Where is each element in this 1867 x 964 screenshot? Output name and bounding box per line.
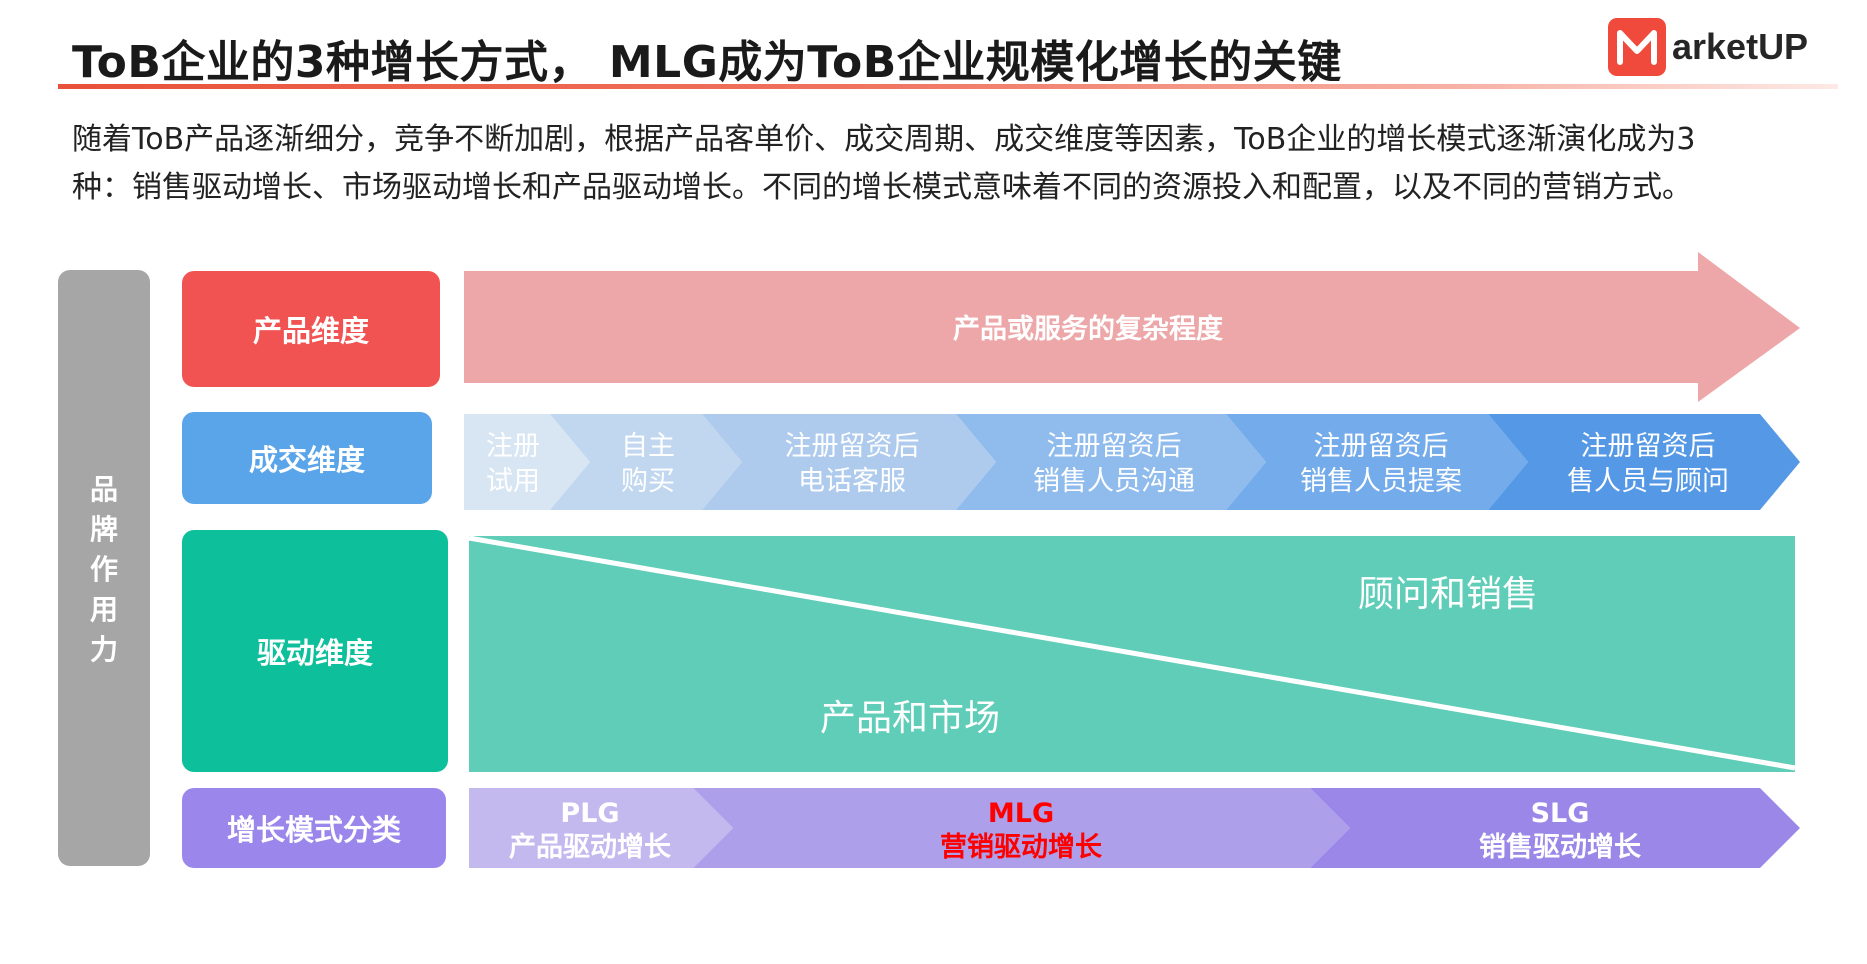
brand-label-char: 作 bbox=[89, 553, 118, 586]
deal-step-chevron bbox=[956, 414, 1266, 510]
deal-step-chevron bbox=[1226, 414, 1528, 510]
mlg-abbr: MLG bbox=[988, 798, 1054, 829]
deal-dimension-box: 成交维度 bbox=[182, 412, 432, 504]
brand-influence-bar: 品 牌 作 用 力 bbox=[58, 270, 150, 866]
classification-dimension-box: 增长模式分类 bbox=[182, 788, 446, 868]
page-title: ToB企业的3种增长方式， MLG成为ToB企业规模化增长的关键 bbox=[72, 37, 1342, 88]
plg-abbr: PLG bbox=[560, 798, 619, 829]
deal-step-chevron bbox=[1488, 414, 1800, 510]
intro-line-2: 种：销售驱动增长、市场驱动增长和产品驱动增长。不同的增长模式意味着不同的资源投入… bbox=[72, 170, 1692, 205]
deal-step-label: 注册留资后 bbox=[1581, 431, 1716, 462]
product-dimension-box: 产品维度 bbox=[182, 271, 440, 387]
deal-step-chevron bbox=[702, 414, 996, 510]
mlg-name: 营销驱动增长 bbox=[940, 831, 1103, 863]
deal-step-label: 试用 bbox=[486, 466, 540, 497]
product-arrow-label: 产品或服务的复杂程度 bbox=[953, 313, 1223, 345]
mlg-chevron bbox=[693, 788, 1350, 868]
slg-abbr: SLG bbox=[1531, 798, 1590, 829]
deal-step-label: 注册留资后 bbox=[785, 431, 920, 462]
plg-chevron bbox=[469, 788, 733, 868]
drive-upper-label: 顾问和销售 bbox=[1358, 574, 1538, 615]
brand-label-char: 用 bbox=[89, 593, 118, 626]
brand-label-char: 力 bbox=[89, 633, 118, 666]
deal-step-label: 注册 bbox=[486, 431, 540, 462]
drive-lower-label: 产品和市场 bbox=[820, 698, 1000, 739]
plg-name: 产品驱动增长 bbox=[509, 831, 672, 863]
deal-step-label: 售人员与顾问 bbox=[1567, 466, 1729, 497]
brand-label-char: 牌 bbox=[89, 513, 118, 546]
deal-step-chevron bbox=[464, 414, 590, 510]
slg-chevron bbox=[1310, 788, 1800, 868]
brand-label-char: 品 bbox=[89, 473, 118, 506]
intro-line-1: 随着ToB产品逐渐细分，竞争不断加剧，根据产品客单价、成交周期、成交维度等因素，… bbox=[72, 122, 1696, 157]
deal-step-label: 注册留资后 bbox=[1314, 431, 1449, 462]
deal-step-label: 电话客服 bbox=[798, 466, 906, 497]
drive-dimension-box: 驱动维度 bbox=[182, 530, 448, 772]
deal-step-label: 自主 bbox=[621, 431, 675, 462]
slg-name: 销售驱动增长 bbox=[1479, 831, 1642, 863]
logo-text: arketUP bbox=[1672, 26, 1809, 67]
product-complexity-arrow bbox=[464, 252, 1800, 402]
deal-step-label: 购买 bbox=[621, 466, 675, 497]
title-underline bbox=[58, 84, 1838, 89]
deal-step-label: 销售人员沟通 bbox=[1033, 466, 1195, 497]
deal-step-label: 销售人员提案 bbox=[1300, 466, 1462, 497]
marketup-m-icon bbox=[1608, 18, 1666, 76]
marketup-logo: arketUP bbox=[1608, 14, 1848, 78]
brand-influence-label: 品 牌 作 用 力 bbox=[58, 470, 150, 670]
drive-diagonal bbox=[468, 535, 1796, 771]
intro-paragraph: 随着ToB产品逐渐细分，竞争不断加剧，根据产品客单价、成交周期、成交维度等因素，… bbox=[72, 116, 1832, 212]
deal-step-label: 注册留资后 bbox=[1047, 431, 1182, 462]
deal-step-chevron bbox=[550, 414, 742, 510]
